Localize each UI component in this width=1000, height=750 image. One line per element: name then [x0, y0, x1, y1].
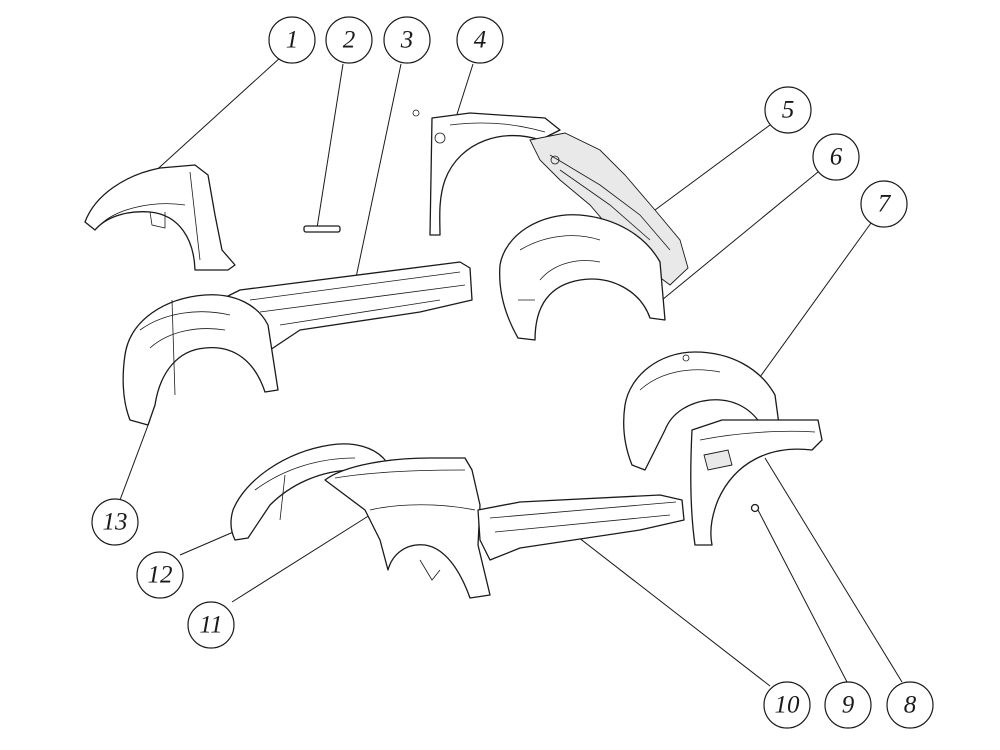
part-4-fender-arch — [412, 109, 561, 236]
callout-label: 9 — [842, 692, 855, 719]
part-6-wheel-liner — [499, 214, 666, 341]
callout-12: 12 — [136, 551, 184, 599]
leader-1 — [139, 56, 282, 186]
callout-8: 8 — [886, 681, 934, 729]
callout-9: 9 — [824, 681, 872, 729]
callout-11: 11 — [187, 601, 235, 649]
leader-6 — [661, 171, 819, 301]
callout-label: 7 — [878, 191, 892, 218]
callout-label: 3 — [400, 27, 414, 54]
callout-label: 10 — [775, 692, 801, 719]
callout-label: 5 — [782, 97, 795, 124]
part-8-fender — [690, 419, 823, 546]
leader-12 — [179, 529, 239, 556]
leader-2 — [316, 63, 344, 229]
part-1-fender-panel — [84, 164, 236, 271]
callout-4: 4 — [456, 16, 504, 64]
callout-label: 6 — [830, 144, 843, 171]
callout-5: 5 — [764, 86, 812, 134]
callout-label: 11 — [199, 612, 222, 639]
leader-10 — [555, 519, 771, 687]
callout-3: 3 — [383, 16, 431, 64]
part-13-rear-wheel-liner — [122, 294, 279, 426]
callout-label: 2 — [343, 27, 356, 54]
callout-label: 12 — [148, 562, 173, 589]
part-2-trim-strip — [303, 225, 341, 233]
callout-label: 1 — [286, 27, 299, 54]
callout-label: 8 — [904, 692, 917, 719]
callout-7: 7 — [860, 180, 908, 228]
callout-label: 13 — [103, 509, 128, 536]
leader-lines — [119, 56, 903, 687]
leader-3 — [353, 63, 402, 288]
part-7-wheel-liner — [623, 351, 781, 471]
callout-2: 2 — [325, 16, 373, 64]
leader-7 — [759, 222, 872, 378]
leader-11 — [231, 514, 371, 603]
part-9-screw — [750, 503, 760, 513]
callout-label: 4 — [474, 27, 487, 54]
part-10-sill — [477, 494, 685, 561]
callout-10: 10 — [763, 681, 811, 729]
leader-9 — [757, 509, 848, 683]
callout-13: 13 — [91, 498, 139, 546]
callout-1: 1 — [268, 16, 316, 64]
part-11-quarter-panel — [324, 457, 491, 599]
leader-13 — [119, 419, 151, 501]
leader-5 — [654, 124, 771, 211]
leader-8 — [764, 457, 903, 683]
callout-6: 6 — [812, 133, 860, 181]
